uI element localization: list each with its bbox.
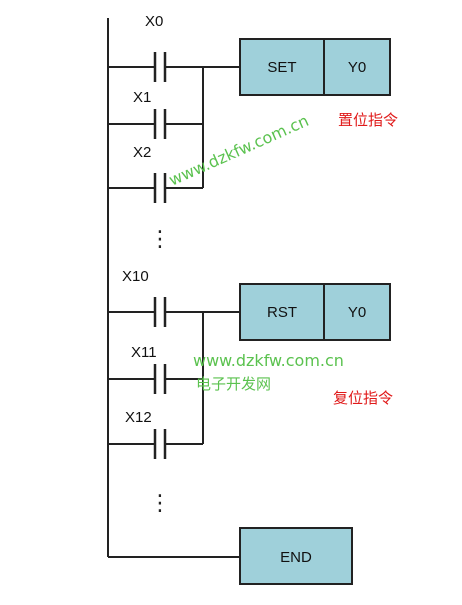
contact-label-x12: X12 (125, 409, 152, 426)
rst-note: 复位指令 (333, 389, 393, 407)
end-instruction-label: END (280, 549, 312, 566)
rst-instruction-block: RST Y0 (239, 283, 391, 341)
wiring (107, 18, 240, 558)
rst-box (239, 283, 391, 341)
contact-label-x0: X0 (145, 13, 163, 30)
contact-label-x2: X2 (133, 144, 151, 161)
contact-label-x11: X11 (131, 344, 157, 361)
continuation-dots-1: ⋮ (149, 227, 171, 252)
watermark-url: www.dzkfw.com.cn (193, 351, 344, 370)
contact-x10 (153, 297, 167, 327)
contact-label-x10: X10 (122, 268, 149, 285)
end-box (239, 527, 353, 585)
contact-label-x1: X1 (133, 89, 151, 106)
watermark-diagonal: www.dzkfw.com.cn (166, 111, 312, 190)
set-note: 置位指令 (338, 111, 398, 129)
set-instruction-block: SET Y0 (239, 38, 391, 96)
rst-instruction-label: RST (267, 304, 297, 321)
contact-x2 (153, 173, 167, 203)
contact-x11 (153, 364, 167, 394)
watermark-site-name: 电子开发网 (196, 375, 271, 393)
contact-x12 (153, 429, 167, 459)
set-box (239, 38, 391, 96)
end-instruction-block: END (239, 527, 353, 585)
contact-x1 (153, 109, 167, 139)
set-instruction-label: SET (267, 59, 296, 76)
continuation-dots-2: ⋮ (149, 491, 171, 516)
set-operand-label: Y0 (348, 59, 366, 76)
rst-operand-label: Y0 (348, 304, 366, 321)
contact-x0 (153, 52, 167, 82)
